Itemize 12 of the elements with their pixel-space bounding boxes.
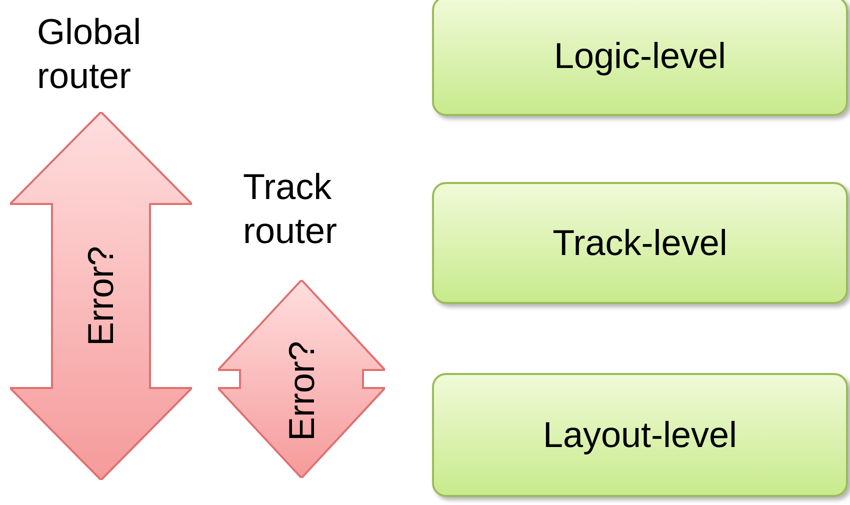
router-label: Track router [243,165,338,253]
level-box [432,182,848,304]
box-label: Track-level [552,222,728,264]
arrow-label: Error? [80,246,122,346]
double-block-arrow [10,112,192,480]
arrow-label: Error? [280,340,322,442]
box-label: Logic-level [554,35,726,77]
level-box [432,373,848,497]
level-box [432,0,848,116]
double-block-arrow [218,280,385,478]
box-label: Layout-level [542,414,738,456]
router-label: Global router [37,10,142,98]
